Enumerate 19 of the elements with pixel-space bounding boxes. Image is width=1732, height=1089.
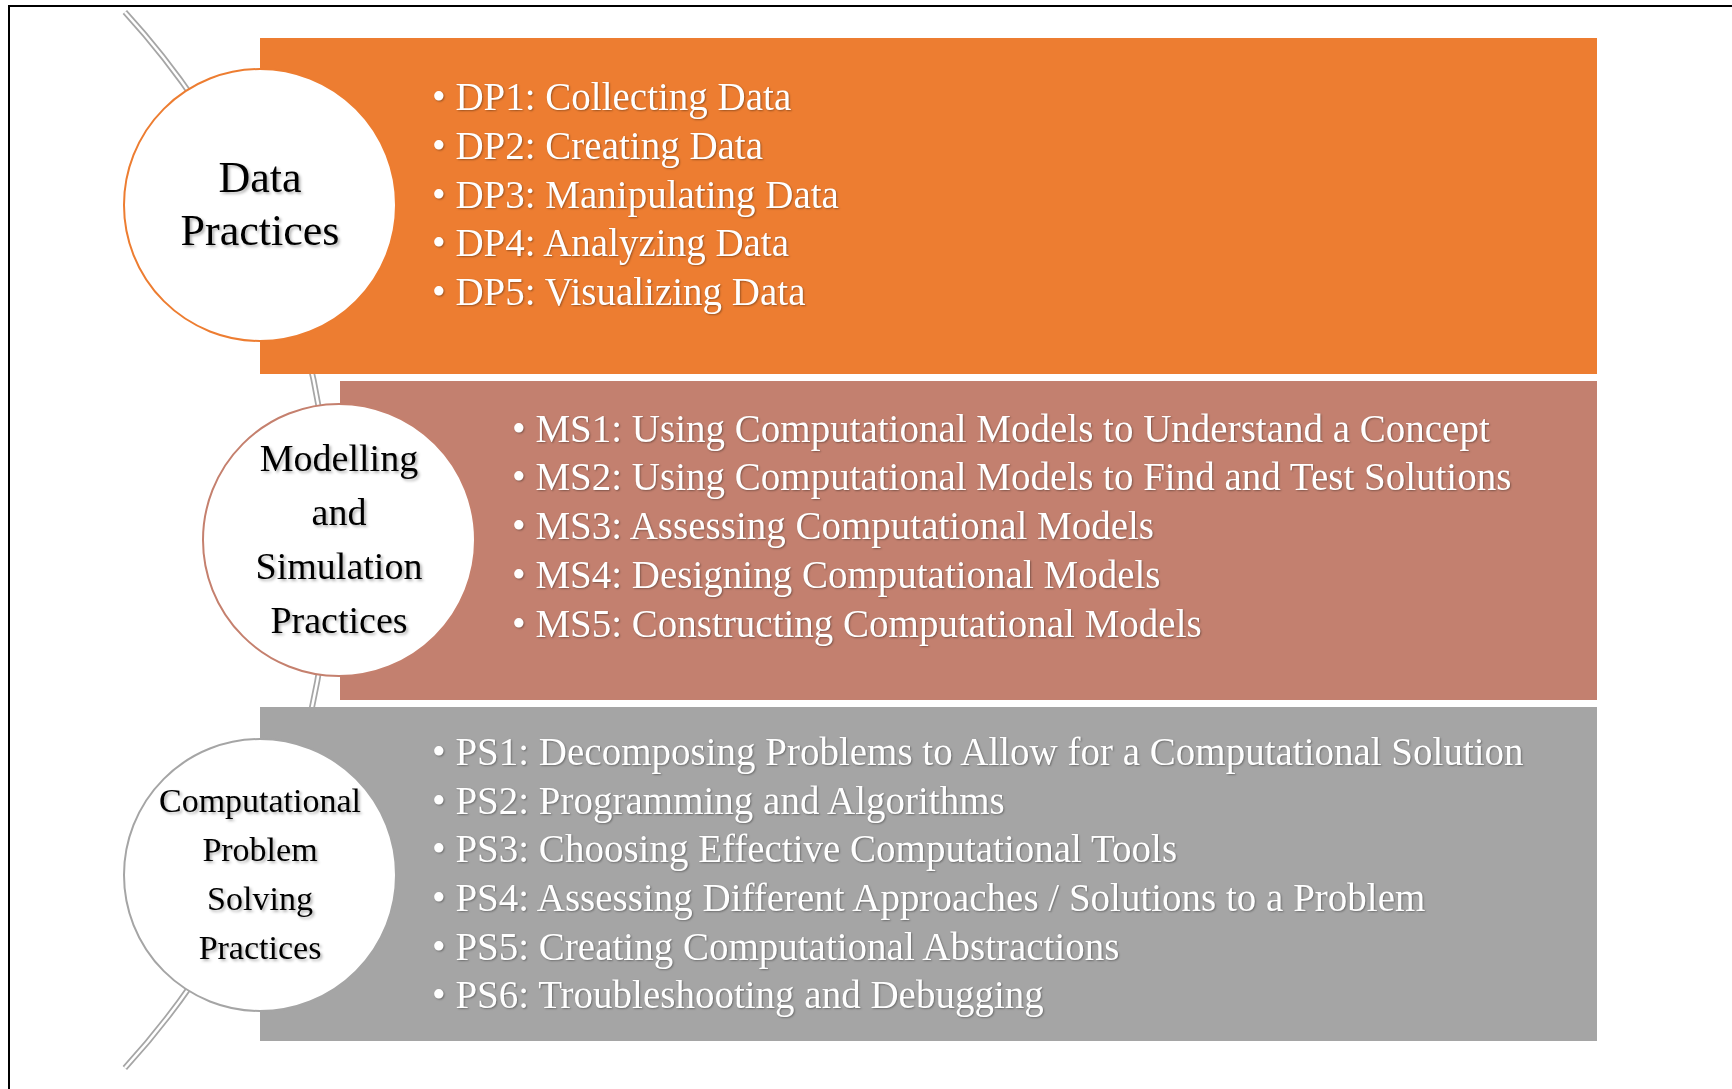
list-item: • DP5: Visualizing Data	[432, 269, 807, 316]
list-item: • PS3: Choosing Effective Computational Tools	[432, 826, 1179, 873]
category-title: Data Practices	[179, 152, 341, 257]
list-item: • MS1: Using Computational Models to Understand a Concept	[512, 405, 1491, 453]
list-item: • DP1: Collecting Data	[432, 74, 793, 121]
list-item: • PS4: Assessing Different Approaches / Solutions to a Problem	[432, 875, 1427, 922]
list-item: • PS6: Troubleshooting and Debugging	[432, 972, 1045, 1019]
category-title: Computational Problem Solving Practices	[157, 781, 363, 968]
list-item: • MS3: Assessing Computational Models	[512, 503, 1156, 550]
list-item: • MS5: Constructing Computational Models	[512, 600, 1203, 648]
list-item: • DP4: Analyzing Data	[432, 220, 791, 267]
category-title: Modelling and Simulation Practices	[254, 436, 424, 643]
list-item: • PS5: Creating Computational Abstractions	[432, 923, 1121, 971]
list-item: • MS4: Designing Computational Models	[512, 551, 1162, 599]
list-item: • MS2: Using Computational Models to Find and Test Solutions	[512, 454, 1513, 501]
list-item: • PS1: Decomposing Problems to Allow for a Computational Solution	[432, 728, 1525, 776]
list-item: • DP3: Manipulating Data	[432, 171, 840, 219]
list-item: • PS2: Programming and Algorithms	[432, 777, 1006, 825]
list-item: • DP2: Creating Data	[432, 122, 764, 170]
